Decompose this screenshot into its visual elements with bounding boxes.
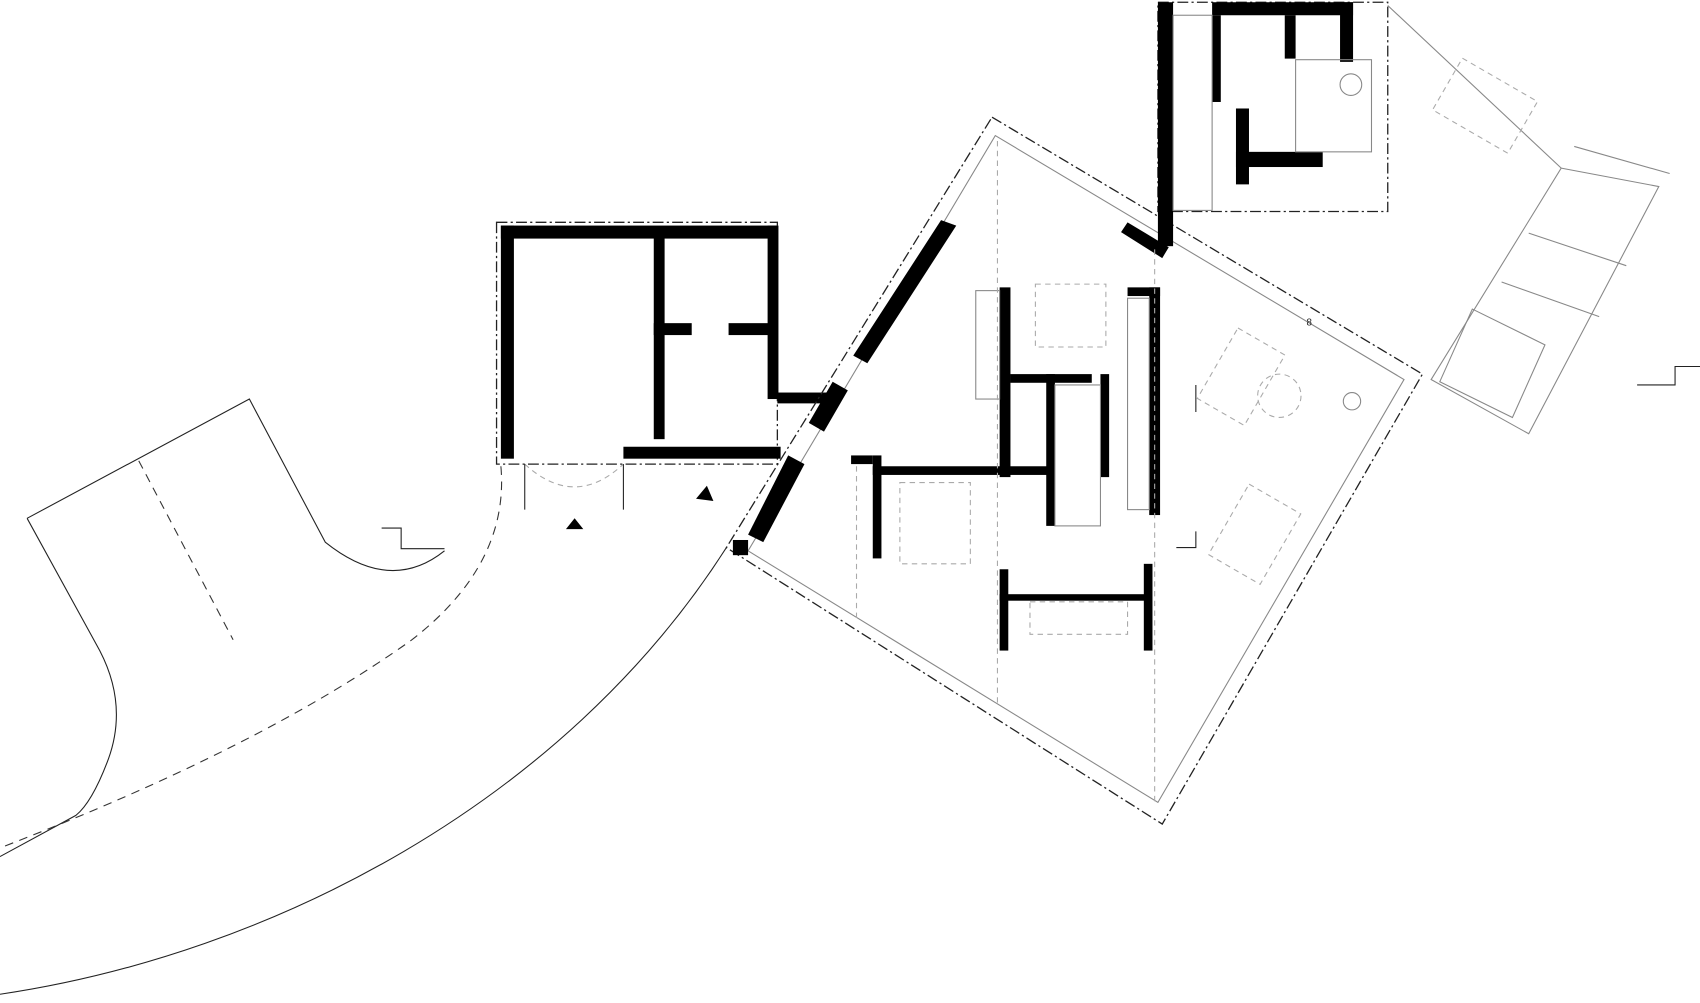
- house-wall-nw-3: [748, 455, 805, 543]
- section-marker-house: [1176, 384, 1197, 549]
- section-marker-right: [1637, 365, 1700, 386]
- sofa: [1029, 601, 1129, 635]
- house-corner-block: [732, 539, 749, 556]
- bedroom-wall-v: [872, 455, 882, 559]
- bedroom-wall-h: [872, 466, 1009, 475]
- house-outline: [725, 116, 1424, 825]
- road-edge-outer: [0, 547, 727, 995]
- lounge-table: [1196, 327, 1286, 427]
- study-wall-h: [999, 594, 1152, 601]
- annex-wall-top: [1212, 2, 1354, 16]
- main-house: 8: [725, 116, 1424, 825]
- dining-table: [1207, 483, 1302, 586]
- annex-wall-inner: [1284, 15, 1296, 59]
- site-road: [0, 365, 1700, 995]
- stair-tread-1: [1574, 145, 1670, 175]
- garage-connector: [777, 392, 834, 404]
- bath-wall-v: [1046, 374, 1055, 526]
- annex-wall-right: [1340, 2, 1354, 62]
- parking-divider: [138, 460, 234, 640]
- bed-1: [1034, 283, 1107, 348]
- marker-label: 8: [1306, 317, 1311, 328]
- stair-tread-3: [1501, 281, 1600, 318]
- house-inner-outline: [747, 134, 1405, 804]
- annex-wall-v: [1212, 15, 1221, 102]
- annex-stove-icon: [1339, 73, 1363, 97]
- garage: [495, 221, 834, 530]
- study-wall-right: [1143, 563, 1153, 651]
- parking-edge: [0, 518, 117, 858]
- terrace: [1387, 5, 1670, 435]
- annex: [1157, 1, 1389, 247]
- annex-deck: [1172, 14, 1213, 211]
- stairs: [1430, 167, 1660, 435]
- garage-wall-top: [500, 225, 778, 239]
- garage-wall-bottom: [623, 446, 781, 459]
- kitchen-wall-top: [1127, 287, 1161, 297]
- stair-tread-2: [1528, 232, 1627, 267]
- annex-outline: [1157, 1, 1389, 213]
- terrace-edge: [1387, 5, 1562, 169]
- entry-arrow-1: [565, 518, 584, 530]
- road-edge-inner: [26, 398, 445, 571]
- garage-outline: [495, 221, 779, 465]
- study-wall-left: [999, 569, 1009, 651]
- bed-2: [899, 481, 971, 565]
- garage-wall-h1: [653, 323, 692, 336]
- annex-wall-low-v: [1235, 108, 1249, 185]
- entry-arrow-2: [696, 485, 714, 501]
- bathroom-tiles: [1054, 384, 1101, 527]
- kitchen-wall-left: [999, 287, 1011, 478]
- planter: [1439, 308, 1546, 419]
- garage-wall-right: [767, 225, 779, 400]
- house-wall-nw-2: [808, 381, 848, 432]
- garage-wall-left: [500, 225, 514, 459]
- driveway-centerline: [0, 466, 503, 849]
- closet-wall: [851, 455, 873, 465]
- bath-wall-low: [999, 466, 1054, 475]
- garage-wall-mid: [653, 233, 665, 440]
- section-marker-left: [381, 527, 445, 550]
- stove-icon: [1342, 391, 1362, 411]
- annex-wall-left: [1157, 2, 1174, 247]
- kitchen-counter: [1127, 297, 1150, 511]
- annex-bath: [1295, 59, 1373, 153]
- annex-wall-low: [1235, 151, 1323, 168]
- bath-wall-right: [1100, 374, 1110, 478]
- house-wall-nw-1: [853, 220, 957, 364]
- round-table: [1257, 373, 1302, 419]
- house-wall-ne: [1121, 222, 1169, 259]
- terrace-table: [1431, 57, 1539, 154]
- garage-door-swing: [524, 463, 624, 488]
- garage-wall-h2: [728, 323, 778, 336]
- wardrobe: [975, 290, 1001, 400]
